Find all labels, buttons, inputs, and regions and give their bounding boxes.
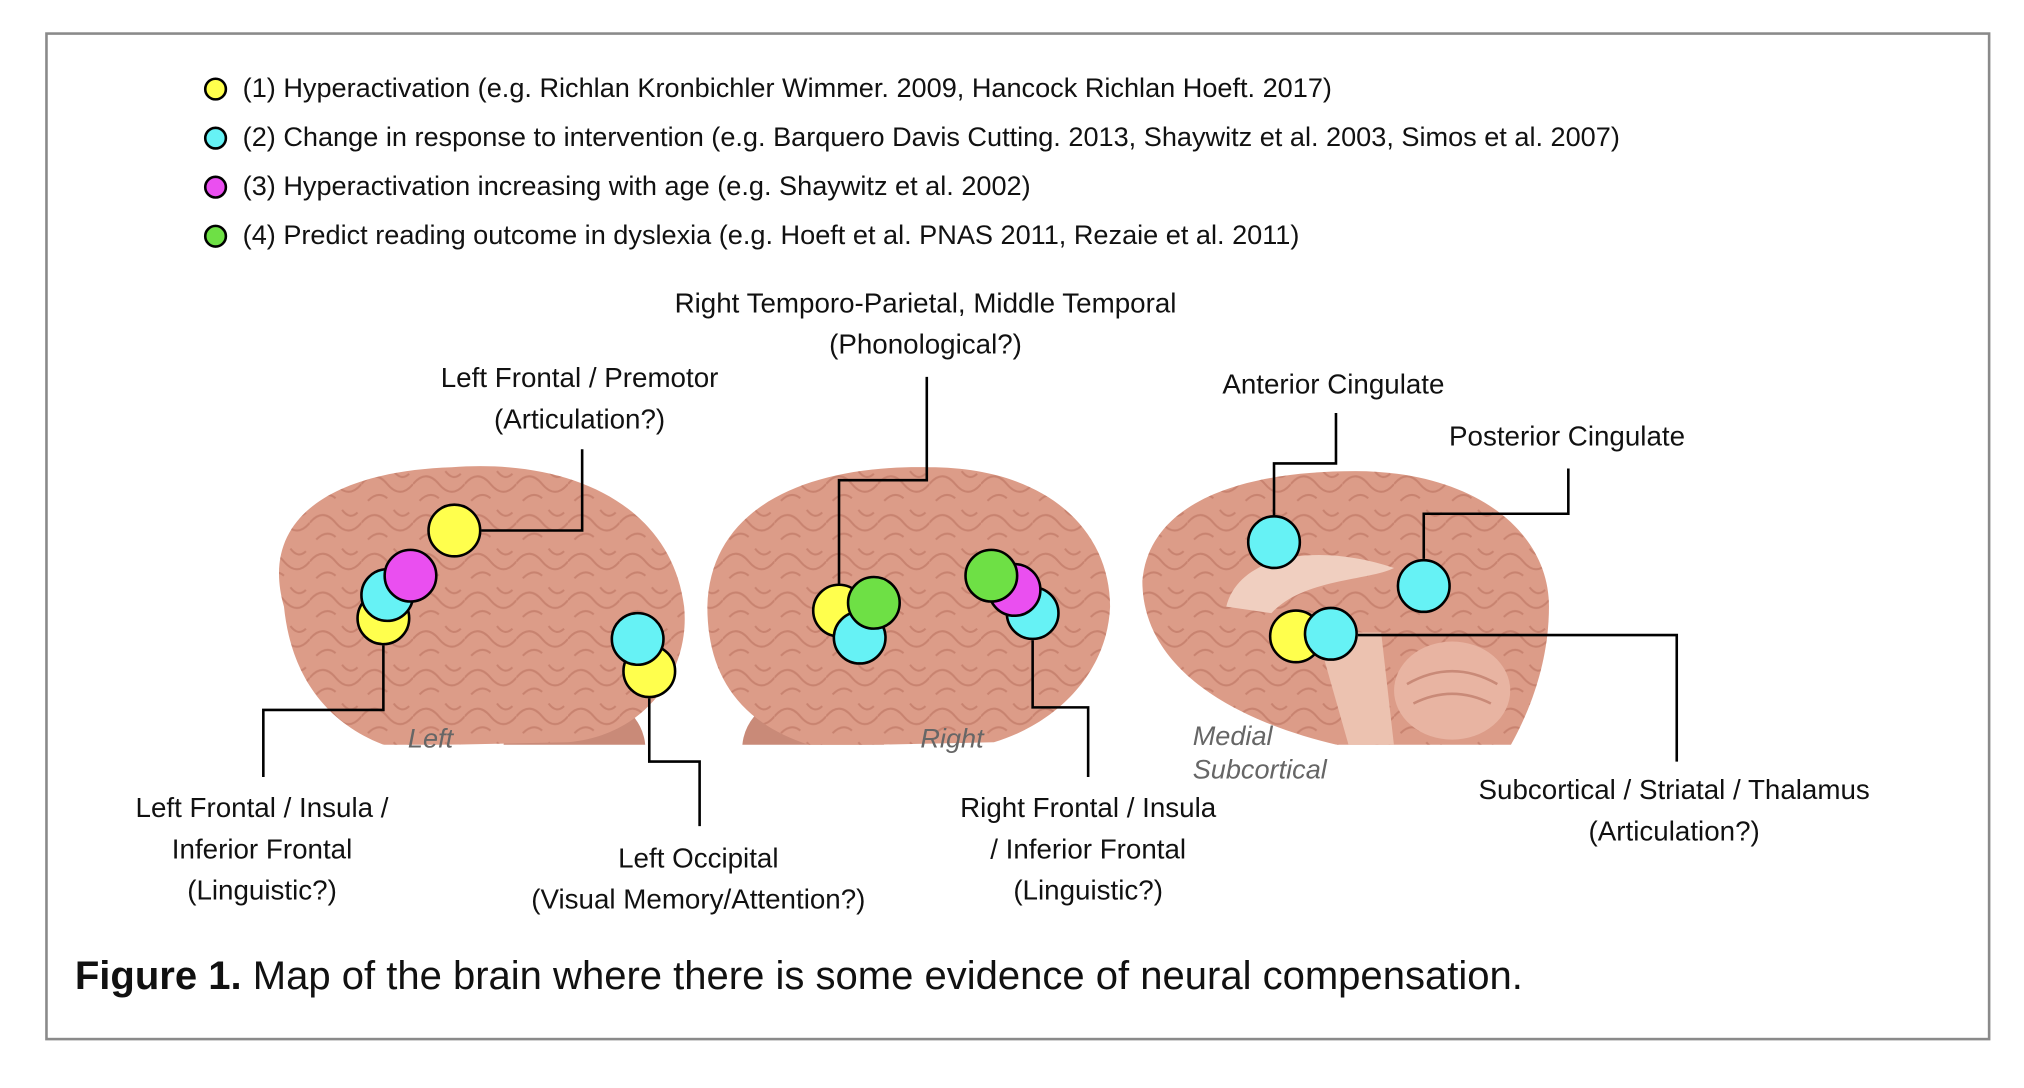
legend-text: (2) Change in response to intervention (… [242,122,1620,153]
legend-text: (4) Predict reading outcome in dyslexia … [242,220,1300,251]
yellow-marker [427,503,482,558]
label-line: Subcortical [1192,755,1327,785]
figure-caption: Figure 1. Map of the brain where there i… [75,953,1523,999]
yellow-dot-icon [203,77,228,101]
label-line: (Articulation?) [1588,815,1760,847]
label-line: Left Occipital [618,842,779,874]
green-dot-icon [203,224,228,248]
label-line: Posterior Cingulate [1449,420,1686,452]
medial-brain [1142,471,1549,745]
label-line: (Linguistic?) [187,875,337,907]
cyan-dot-icon [203,126,228,150]
legend-item-1: (1) Hyperactivation (e.g. Richlan Kronbi… [203,72,1332,106]
figure-frame [45,32,1991,1041]
magenta-marker [383,548,438,603]
label-left-frontal-premotor: Left Frontal / Premotor (Articulation?) [441,358,719,441]
caption-label: Figure 1. [74,952,242,998]
label-anterior-cingulate: Anterior Cingulate [1222,364,1444,405]
leader-lines [262,376,1679,827]
label-line: / Inferior Frontal [990,833,1187,865]
cyan-marker [1303,606,1358,661]
green-marker [964,548,1019,603]
label-line: (Visual Memory/Attention?) [531,884,866,916]
label-left-frontal-insula: Left Frontal / Insula / Inferior Frontal… [136,787,389,911]
view-label-left: Left [407,724,454,754]
magenta-dot-icon [203,175,228,199]
cyan-marker [1396,558,1451,614]
left-hemisphere-brain [279,466,685,745]
legend-item-4: (4) Predict reading outcome in dyslexia … [203,219,1300,253]
legend-item-2: (2) Change in response to intervention (… [203,121,1620,155]
cyan-marker [610,611,665,667]
label-line: (Articulation?) [493,404,666,435]
label-line: Left Frontal / Premotor [440,362,719,394]
view-label-right: Right [920,724,984,754]
label-line: Right Frontal / Insula [960,792,1217,824]
right-hemisphere-brain [707,467,1111,745]
view-label-medial: Medial Subcortical [1193,720,1327,787]
label-line: Subcortical / Striatal / Thalamus [1478,774,1870,806]
label-subcortical: Subcortical / Striatal / Thalamus (Artic… [1479,769,1870,852]
green-marker [846,575,901,630]
label-right-temporo-parietal: Right Temporo-Parietal, Middle Temporal … [675,283,1177,366]
label-line: Medial [1192,721,1273,752]
label-left-occipital: Left Occipital (Visual Memory/Attention?… [531,838,865,921]
label-line: Anterior Cingulate [1222,369,1445,401]
activation-markers [356,503,1451,699]
legend-text: (1) Hyperactivation (e.g. Richlan Kronbi… [242,73,1332,104]
legend-item-3: (3) Hyperactivation increasing with age … [203,170,1031,204]
label-right-frontal-insula: Right Frontal / Insula / Inferior Fronta… [960,787,1216,911]
label-line: Inferior Frontal [171,833,353,865]
legend-text: (3) Hyperactivation increasing with age … [242,171,1031,202]
label-line: (Linguistic?) [1013,875,1163,907]
cyan-marker [1246,515,1302,570]
label-line: (Phonological?) [829,329,1022,361]
label-posterior-cingulate: Posterior Cingulate [1449,416,1685,457]
label-line: Left Frontal / Insula / [135,792,389,824]
label-line: Right Temporo-Parietal, Middle Temporal [674,287,1177,319]
caption-text: Map of the brain where there is some evi… [241,952,1523,998]
